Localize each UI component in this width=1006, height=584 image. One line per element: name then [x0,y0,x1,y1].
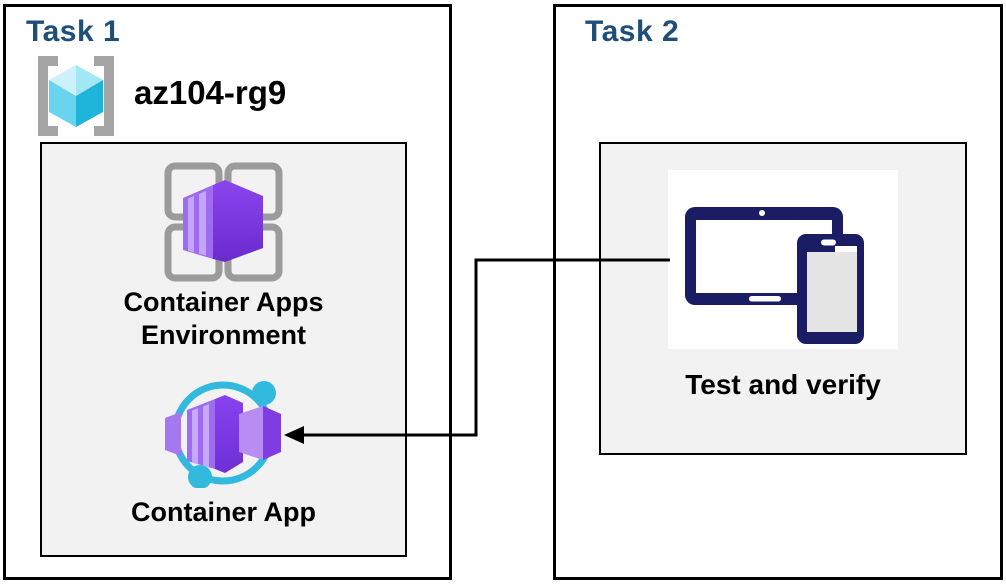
environment-label-line1: Container Apps [123,287,324,317]
task2-title: Task 2 [585,15,680,48]
task2-box: Task 2 Test and verify [553,4,1003,580]
container-apps-environment-icon [164,162,283,282]
environment-label-line2: Environment [140,320,307,350]
task1-title: Task 1 [26,15,121,48]
devices-illustration [668,170,898,349]
task2-inner-panel: Test and verify [599,142,967,455]
resource-group-icon [38,56,114,136]
test-and-verify-label: Test and verify [685,369,881,400]
task1-box: Task 1 az104-rg9 [3,4,452,580]
task1-inner-panel: Container Apps Environment [40,142,407,557]
resource-group-label: az104-rg9 [134,74,287,111]
container-app-label: Container App [131,497,316,527]
devices-icon [685,207,864,344]
environment-label: Container Apps Environment [42,286,405,352]
container-app-icon [165,381,281,488]
